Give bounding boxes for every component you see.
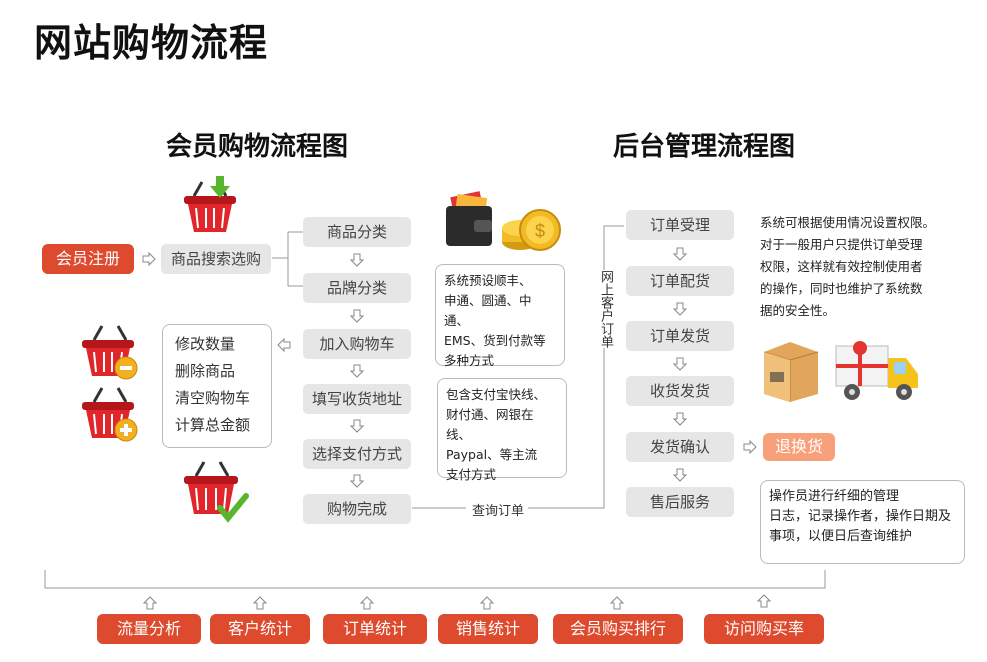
arrow-up-icon (253, 596, 267, 610)
arrow-down-icon (673, 302, 687, 316)
member-flow-heading: 会员购物流程图 (166, 132, 349, 162)
member-step-complete[interactable]: 购物完成 (303, 494, 411, 524)
stat-order[interactable]: 订单统计 (323, 614, 427, 644)
return-exchange-button[interactable]: 退换货 (763, 433, 835, 461)
permission-note: 系统可根据使用情况设置权限。 对于一般用户只提供订单受理 权限，这样就有效控制使… (760, 215, 936, 318)
stat-member-ranking[interactable]: 会员购买排行 (553, 614, 683, 644)
cart-op-item: 修改数量 (175, 335, 236, 353)
operation-log-note: 操作员进行纤细的管理 日志，记录操作者，操作日期及 事项，以便日后查询维护 (760, 480, 965, 564)
member-step-category[interactable]: 商品分类 (303, 217, 411, 247)
arrow-down-icon (673, 468, 687, 482)
basket-check-icon (184, 461, 249, 523)
payment-methods-note: 包含支付宝快线、 财付通、网银在线、 Paypal、等主流 支付方式 (437, 378, 567, 482)
basket-download-icon (184, 176, 236, 232)
shipping-methods-note: 系统预设顺丰、 申通、圆通、中通、 EMS、货到付款等 多种方式 (435, 264, 565, 368)
arrow-down-icon (350, 364, 364, 378)
basket-plus-icon (82, 387, 138, 442)
arrow-up-icon (610, 596, 624, 610)
delivery-truck-icon (835, 341, 918, 400)
product-search-button[interactable]: 商品搜索选购 (161, 244, 271, 274)
admin-step-accept[interactable]: 订单受理 (626, 210, 734, 240)
query-order-label: 查询订单 (470, 500, 527, 519)
arrow-down-icon (673, 412, 687, 426)
stat-sales[interactable]: 销售统计 (438, 614, 538, 644)
admin-step-confirm[interactable]: 发货确认 (626, 432, 734, 462)
arrow-down-icon (350, 309, 364, 323)
arrow-down-icon (673, 247, 687, 261)
cart-op-item: 计算总金额 (175, 416, 251, 434)
arrow-right-icon (142, 252, 156, 266)
member-step-payment[interactable]: 选择支付方式 (303, 439, 411, 469)
svg-text:$: $ (535, 221, 545, 241)
admin-step-aftersale[interactable]: 售后服务 (626, 487, 734, 517)
cart-operations-box: 修改数量 删除商品 清空购物车 计算总金额 (162, 324, 272, 448)
arrow-left-icon (277, 338, 291, 352)
package-box-icon (763, 342, 819, 402)
member-register-button[interactable]: 会员注册 (42, 244, 134, 274)
arrow-down-icon (350, 419, 364, 433)
stat-customer[interactable]: 客户统计 (210, 614, 310, 644)
arrow-right-icon (743, 440, 757, 454)
admin-step-receive[interactable]: 收货发货 (626, 376, 734, 406)
arrow-down-icon (350, 253, 364, 267)
basket-minus-icon (82, 325, 138, 380)
cart-op-item: 删除商品 (175, 362, 236, 380)
admin-flow-heading: 后台管理流程图 (613, 132, 796, 162)
arrow-down-icon (350, 474, 364, 488)
member-step-add-cart[interactable]: 加入购物车 (303, 329, 411, 359)
arrow-up-icon (143, 596, 157, 610)
arrow-down-icon (673, 357, 687, 371)
arrow-up-icon (360, 596, 374, 610)
stat-traffic-analysis[interactable]: 流量分析 (97, 614, 201, 644)
arrow-up-icon (757, 594, 771, 608)
stat-visit-conversion[interactable]: 访问购买率 (704, 614, 824, 644)
member-step-address[interactable]: 填写收货地址 (303, 384, 411, 414)
customer-order-label: 网上客户订单 (596, 270, 613, 348)
member-step-brand[interactable]: 品牌分类 (303, 273, 411, 303)
admin-step-ship[interactable]: 订单发货 (626, 321, 734, 351)
wallet-icon (446, 191, 492, 246)
page-title: 网站购物流程 (34, 21, 269, 65)
gold-coins-icon: $ (502, 209, 561, 251)
admin-step-allocate[interactable]: 订单配货 (626, 266, 734, 296)
arrow-up-icon (480, 596, 494, 610)
cart-op-item: 清空购物车 (175, 389, 251, 407)
